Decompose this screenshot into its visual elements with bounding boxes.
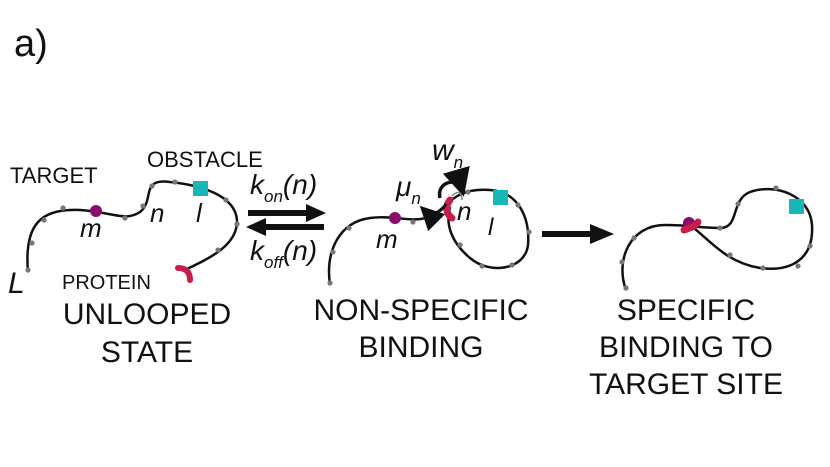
obstacle-label: OBSTACLE bbox=[147, 147, 263, 172]
stage-unlooped: TARGET OBSTACLE PROTEIN m n l L UNLOOPED… bbox=[8, 147, 263, 369]
polymer-chain-nonspecific bbox=[327, 188, 530, 286]
kon-arrow-head bbox=[306, 204, 326, 222]
panel-label: a) bbox=[14, 23, 48, 65]
stage-specific: SPECIFIC BINDING TO TARGET SITE bbox=[589, 185, 814, 401]
caption-unlooped-line1: UNLOOPED bbox=[63, 298, 231, 331]
protein-marker bbox=[680, 218, 702, 234]
var-n-label: n bbox=[457, 196, 471, 226]
koff-arrow-shaft bbox=[264, 224, 324, 230]
caption-specific-line3: TARGET SITE bbox=[589, 368, 783, 401]
target-site-marker bbox=[90, 205, 102, 217]
hop-arrow-back bbox=[451, 191, 463, 201]
kon-rate-label: kon(n) bbox=[250, 169, 317, 206]
var-n-label: n bbox=[150, 198, 164, 228]
koff-rate-label: koff(n) bbox=[250, 235, 317, 272]
target-label: TARGET bbox=[10, 163, 98, 188]
var-m-label: m bbox=[80, 213, 102, 243]
caption-specific-line1: SPECIFIC bbox=[617, 294, 755, 327]
hop-arrow-w bbox=[437, 165, 470, 199]
obstacle-marker bbox=[493, 190, 508, 205]
kon-arrow-shaft bbox=[248, 210, 308, 216]
rate-arrows: kon(n) koff(n) bbox=[246, 169, 326, 272]
chain-beads bbox=[619, 185, 813, 291]
protein-marker bbox=[175, 265, 193, 283]
slide-arrow-mu bbox=[419, 203, 448, 232]
protein-label: PROTEIN bbox=[62, 272, 151, 294]
specific-arrow-head bbox=[590, 224, 614, 244]
target-site-marker bbox=[389, 212, 401, 224]
stage-nonspecific: wn μn m n l NON-SPECIFIC BINDING bbox=[313, 134, 532, 364]
caption-nonspecific-line1: NON-SPECIFIC bbox=[313, 294, 528, 327]
w-rate-label: wn bbox=[432, 134, 463, 172]
var-m-label: m bbox=[376, 224, 398, 254]
obstacle-marker bbox=[193, 181, 208, 196]
caption-unlooped-line2: STATE bbox=[101, 336, 193, 369]
var-L-label: L bbox=[8, 267, 25, 300]
var-l-label: l bbox=[488, 214, 494, 241]
specific-arrow-shaft bbox=[542, 231, 592, 237]
chain-beads bbox=[25, 179, 240, 273]
polymer-chain-specific bbox=[621, 187, 814, 291]
caption-nonspecific-line2: BINDING bbox=[358, 331, 483, 364]
obstacle-marker bbox=[789, 199, 804, 214]
protein-marker bbox=[443, 196, 456, 222]
polymer-chain-unlooped bbox=[26, 180, 239, 273]
caption-specific-line2: BINDING TO bbox=[599, 331, 773, 364]
koff-arrow-head bbox=[246, 218, 266, 236]
var-l-label: l bbox=[196, 198, 203, 228]
mu-rate-label: μn bbox=[395, 171, 421, 208]
